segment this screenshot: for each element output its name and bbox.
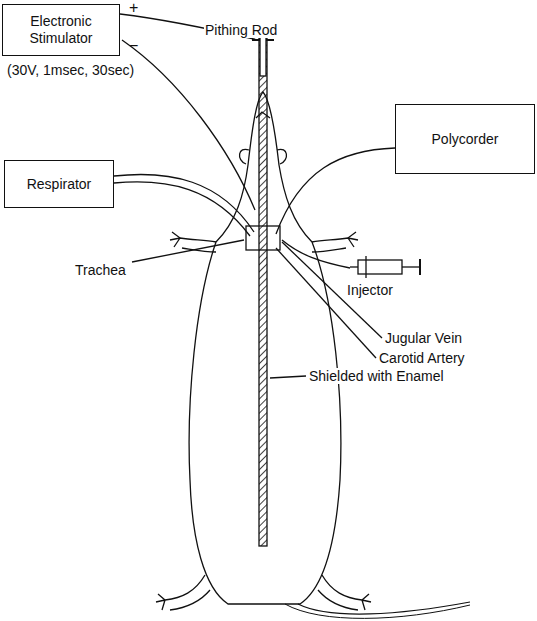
box-label: Polycorder bbox=[432, 131, 499, 148]
part-label: (30V, 1msec, 30sec) bbox=[6, 62, 135, 78]
equipment-box: Polycorder bbox=[395, 104, 535, 174]
part-label: − bbox=[128, 38, 139, 54]
part-label: Pithing Rod bbox=[204, 22, 278, 38]
equipment-box: Respirator bbox=[4, 160, 114, 208]
equipment-box: Electronic Stimulator bbox=[2, 4, 120, 56]
part-label: Shielded with Enamel bbox=[308, 368, 445, 384]
box-label: Respirator bbox=[27, 176, 92, 193]
part-label: Injector bbox=[346, 282, 394, 298]
part-label: Carotid Artery bbox=[378, 350, 466, 366]
box-label: Electronic Stimulator bbox=[9, 13, 113, 47]
part-label: Trachea bbox=[74, 262, 127, 278]
part-label: Jugular Vein bbox=[384, 330, 463, 346]
part-label: + bbox=[128, 0, 139, 16]
